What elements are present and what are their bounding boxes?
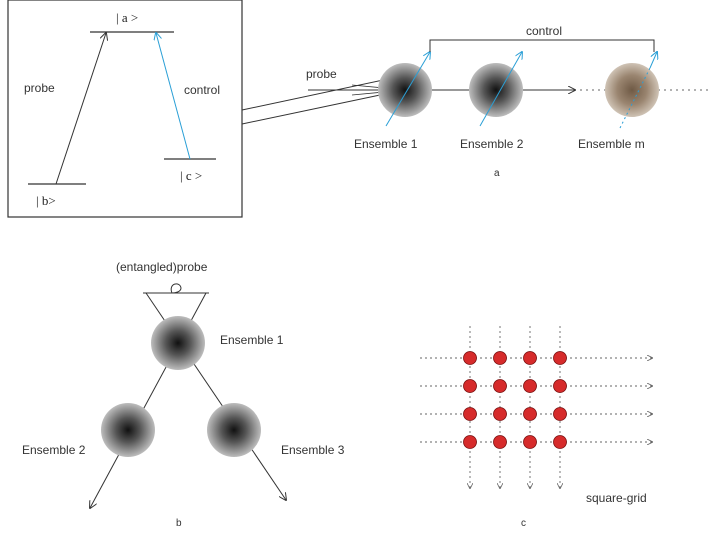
grid-node <box>463 379 477 393</box>
grid-node <box>523 379 537 393</box>
grid-node <box>523 435 537 449</box>
grid-nodes <box>463 351 567 449</box>
grid-node <box>553 351 567 365</box>
probe-transition-arrow <box>55 33 106 185</box>
zoom-line-bottom <box>241 94 381 125</box>
control-arrow-2 <box>479 52 522 127</box>
ensemble-3-label-b: Ensemble 3 <box>281 443 345 457</box>
grid-node <box>553 379 567 393</box>
grid-node <box>463 351 477 365</box>
panel-a-caption: a <box>494 168 500 179</box>
grid-node <box>493 407 507 421</box>
grid-node <box>493 351 507 365</box>
grid-node <box>463 407 477 421</box>
ensemble-2-label: Ensemble 2 <box>460 137 524 151</box>
inset-probe-label: probe <box>24 81 55 95</box>
control-label: control <box>526 24 562 38</box>
control-arrow-m-dotted <box>619 67 651 129</box>
grid-node <box>493 379 507 393</box>
probe-label: probe <box>306 67 337 81</box>
level-c-label: | c > <box>180 168 202 183</box>
panel-b-caption: b <box>176 518 182 529</box>
level-a-label: | a > <box>116 10 138 25</box>
control-bracket <box>429 39 655 52</box>
grid-node <box>553 435 567 449</box>
ensemble-2-blob <box>469 63 523 117</box>
inset-frame <box>7 0 243 218</box>
grid-node <box>523 407 537 421</box>
ensemble-m-label: Ensemble m <box>578 137 645 151</box>
ensemble-1-blob-b <box>151 316 205 370</box>
ensemble-2-label-b: Ensemble 2 <box>22 443 86 457</box>
ensemble-1-label-b: Ensemble 1 <box>220 333 284 347</box>
panel-c-caption: c <box>521 518 526 529</box>
grid-node <box>493 435 507 449</box>
ensemble-2-blob-b <box>101 403 155 457</box>
panel-a: | a > | b> | c > probe control probe Ens… <box>7 0 709 218</box>
control-transition-arrow <box>156 33 191 160</box>
zoom-line-top <box>241 78 389 111</box>
grid-lines <box>420 326 652 488</box>
grid-node <box>523 351 537 365</box>
source-loop <box>170 283 182 294</box>
inset-control-label: control <box>184 83 220 97</box>
control-arrow-1 <box>385 52 430 127</box>
ensemble-3-blob-b <box>207 403 261 457</box>
entangled-probe-label: (entangled)probe <box>116 260 208 274</box>
grid-node <box>463 435 477 449</box>
panel-c: square-grid c <box>420 326 652 529</box>
ensemble-1-blob <box>378 63 432 117</box>
square-grid-label: square-grid <box>586 491 647 505</box>
grid-node <box>553 407 567 421</box>
level-b-label: | b> <box>36 193 56 208</box>
control-arrow-m-tip <box>649 52 657 69</box>
level-scheme-inset: | a > | b> | c > probe control <box>7 0 243 218</box>
panel-b: (entangled)probe Ensemble 1 Ensemble 2 E… <box>22 260 345 529</box>
ensemble-m-blob <box>605 63 659 117</box>
ensemble-1-label: Ensemble 1 <box>354 137 418 151</box>
